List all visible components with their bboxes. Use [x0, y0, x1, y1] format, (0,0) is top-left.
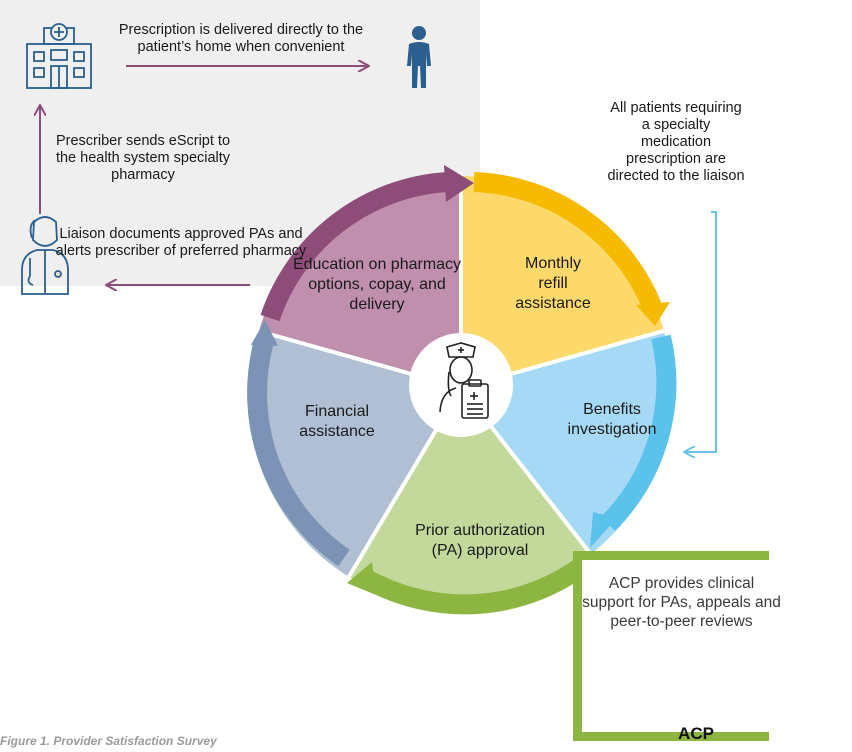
nurse-clipboard-icon: [439, 342, 489, 419]
label-education: Education on pharmacy options, copay, an…: [292, 256, 462, 313]
doctor-icon: [21, 216, 69, 295]
segment-monthly-refill: [461, 176, 664, 388]
arrow-education: [260, 172, 449, 322]
patient-icon: [407, 26, 431, 88]
arrow-prior-auth-head: [347, 562, 376, 595]
arrow-financial-head: [251, 320, 278, 346]
figure-caption: Figure 1. Provider Satisfaction Survey: [0, 734, 217, 748]
delivery-text: Prescription is delivered directly to th…: [118, 22, 364, 55]
arrow-benefits: [600, 334, 677, 532]
label-prior-authorization: Prior authorization (PA) approval: [415, 522, 545, 559]
acp-box: ACP provides clinical support for PAs, a…: [573, 551, 781, 743]
arrow-monthly: [473, 172, 662, 310]
arrow-financial: [247, 338, 350, 567]
arrow-directed-to-liaison: [685, 211, 717, 452]
arrow-benefits-head: [590, 512, 617, 548]
acp-badge: ACP: [678, 724, 714, 743]
acp-support-text: ACP provides clinical support for PAs, a…: [582, 575, 781, 630]
label-benefits: Benefits investigation: [567, 401, 657, 438]
cycle-diagram: [247, 165, 677, 615]
arrow-education-head: [444, 165, 474, 202]
segment-prior-authorization: [349, 388, 591, 605]
directed-text: All patients requiring a specialty medic…: [607, 100, 745, 184]
center-circle: [409, 333, 513, 437]
diagram-canvas: [21, 23, 717, 713]
arrow-monthly-head: [636, 302, 670, 326]
segment-education: [259, 176, 461, 388]
arrow-prior-auth: [360, 552, 597, 615]
label-financial: Financial assistance: [299, 403, 375, 440]
label-monthly-refill: Monthly refill assistance: [515, 255, 591, 312]
liaison-text: Liaison documents approved PAs and alert…: [55, 226, 307, 259]
prescriber-text: Prescriber sends eScript to the health s…: [55, 133, 231, 183]
hospital-icon: [26, 23, 92, 89]
